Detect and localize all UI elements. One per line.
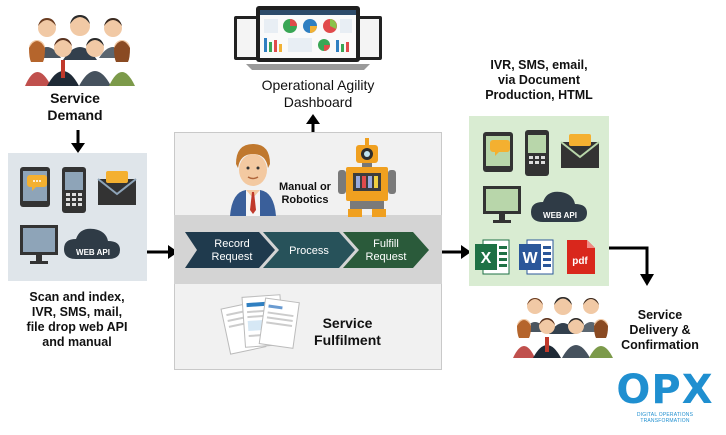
service-demand-label: Service Demand: [47, 90, 103, 123]
envelope-icon: [560, 134, 600, 168]
arrow-process-to-dashboard: [306, 114, 320, 134]
excel-icon: X: [475, 239, 510, 275]
word-icon: W: [519, 239, 554, 275]
service-delivery-label: Service Delivery & Confirmation: [621, 308, 699, 352]
output-channels-label: IVR, SMS, email, via Document Production…: [485, 58, 593, 102]
svg-text:pdf: pdf: [572, 256, 588, 267]
chevron-process: [263, 232, 355, 268]
fulfilment-label: Service Fulfilment: [314, 315, 381, 348]
envelope-icon: [97, 171, 137, 205]
monitor-icon: [20, 225, 58, 264]
arrow-intake-to-process: [147, 245, 178, 259]
web-api-label-right: WEB API: [543, 211, 577, 220]
service-delivery-people-icon: [513, 297, 613, 358]
phone-icon: [525, 130, 549, 176]
svg-text:X: X: [481, 250, 492, 267]
documents-icon: [220, 294, 300, 355]
robot-icon: [338, 138, 396, 217]
intake-description: Scan and index, IVR, SMS, mail, file dro…: [26, 290, 128, 349]
worker-label: Manual or Robotics: [279, 181, 331, 207]
output-channel-icons: WEB API X W pdf: [475, 130, 600, 275]
chevron-record-request: [185, 232, 275, 268]
chevron-fulfill-request: [343, 232, 429, 268]
intake-channel-icons: WEB API: [20, 167, 137, 264]
opx-logo: OPX DIGITAL OPERATIONS TRANSFORMATION: [612, 367, 718, 424]
opx-logo-text: OPX: [616, 367, 714, 413]
step-record-line2: Request: [212, 251, 253, 263]
arrow-process-to-output: [442, 245, 471, 259]
step-record-line1: Record: [214, 238, 249, 250]
tablet-icon: [20, 167, 50, 207]
web-api-label-left: WEB API: [76, 248, 110, 257]
arrow-demand-to-intake: [71, 130, 85, 153]
web-api-cloud-icon: WEB API: [531, 191, 587, 222]
step-fulfill-line2: Request: [366, 251, 407, 263]
tablet-icon: [483, 132, 513, 172]
manual-worker-icon: [230, 144, 276, 216]
phone-icon: [62, 167, 86, 213]
web-api-cloud-icon: WEB API: [64, 228, 120, 259]
process-flow-chevrons: Record Request Process Fulfill Request: [185, 232, 429, 268]
dashboard-devices-icon: [234, 6, 382, 70]
monitor-icon: [483, 186, 521, 223]
step-fulfill-line1: Fulfill: [373, 238, 399, 250]
step-process-label: Process: [289, 245, 329, 257]
arrow-output-to-delivery: [609, 246, 654, 286]
dashboard-label: Operational Agility Dashboard: [261, 77, 375, 110]
service-demand-people-icon: [25, 15, 135, 86]
pdf-icon: pdf: [567, 240, 595, 274]
opx-logo-tagline: DIGITAL OPERATIONS TRANSFORMATION: [636, 412, 694, 424]
svg-text:W: W: [522, 250, 538, 267]
